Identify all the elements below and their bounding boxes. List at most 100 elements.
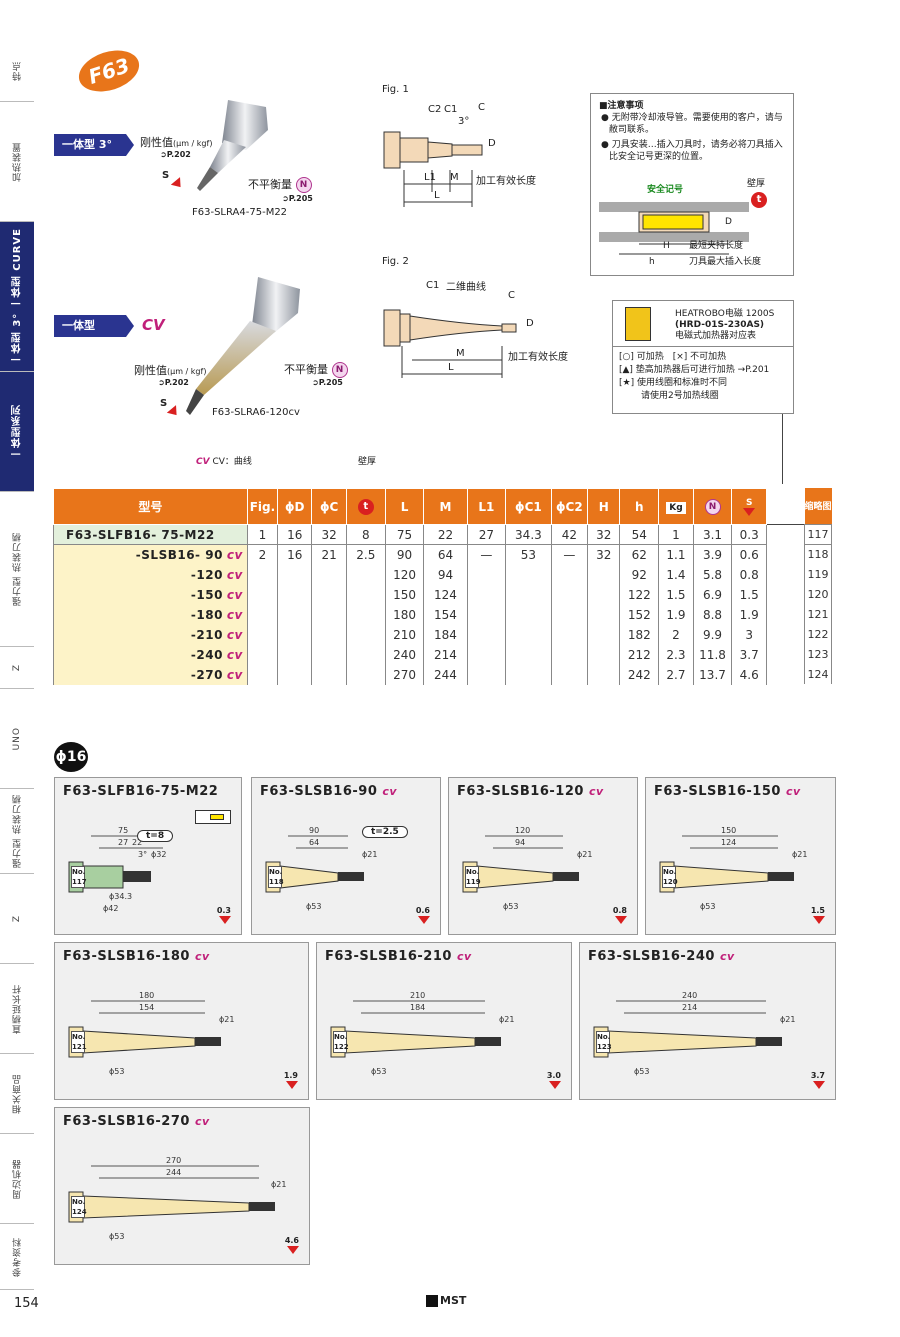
imbalance-label-2: 不平衡量 N: [284, 361, 348, 378]
dim-c: ϕ21: [577, 850, 593, 859]
dim-c: ϕ32: [151, 850, 167, 859]
thumbnail-ref[interactable]: 121: [804, 604, 832, 624]
dim-effective: 154: [139, 1003, 155, 1012]
sidebar-tab-power-1[interactable]: 强力型 热装刀柄: [0, 492, 34, 647]
insertion-diagram: [599, 202, 749, 255]
card-s-value: 3.7: [810, 1071, 825, 1080]
sidebar-tab-uno[interactable]: UNO: [0, 689, 34, 789]
thumbnail-ref[interactable]: 120: [804, 584, 832, 604]
card-title: F63-SLSB16-180 cv: [63, 949, 210, 964]
sidebar-tab-z-1[interactable]: Z: [0, 647, 34, 689]
cell-d: 16: [277, 544, 313, 565]
cell-s: 0.6: [731, 544, 767, 565]
cell-s: 3: [731, 624, 767, 645]
thumbnail-ref[interactable]: 118: [804, 544, 832, 564]
dim-effective: 244: [166, 1168, 182, 1177]
sidebar-tab-power-2[interactable]: 强力型 热装刀柄: [0, 789, 34, 874]
dim-c: ϕ21: [780, 1015, 796, 1024]
card-wall-badge: t=2.5: [362, 826, 408, 838]
ref-connector: [767, 524, 804, 525]
thumbnail-ref[interactable]: 124: [804, 664, 832, 684]
cell-c: [311, 664, 347, 685]
dim-length: 150: [721, 826, 737, 835]
sidebar-tab-peripheral[interactable]: 周边机器: [0, 1134, 34, 1224]
model-label-2: F63-SLRA6-120cv: [212, 407, 300, 418]
s-arrow-icon: [286, 1081, 298, 1089]
imbalance-ref-2[interactable]: ➲P.205: [312, 378, 343, 387]
sidebar-tab-features[interactable]: 特点: [0, 40, 34, 102]
dim-c2: ϕ42: [103, 904, 119, 913]
cell-h2: 182: [619, 624, 660, 645]
cell-t: [345, 664, 386, 685]
rigidity-ref-1[interactable]: ➲P.202: [160, 150, 191, 159]
thumbnail-ref[interactable]: 122: [804, 624, 832, 644]
cell-l: 210: [384, 624, 425, 645]
dim-length: 90: [309, 826, 320, 835]
cell-n: 5.8: [692, 564, 733, 585]
card-wall-badge: t=8: [137, 830, 174, 842]
imbalance-ref-1[interactable]: ➲P.205: [282, 194, 313, 203]
dim-c1: ϕ53: [371, 1067, 387, 1076]
card-tool-drawing: [68, 835, 163, 893]
fig2-curve-label: 二维曲线: [446, 282, 486, 293]
notes-h-label: H: [663, 241, 670, 251]
fig1-c1-label: C1: [444, 104, 458, 115]
card-number: No.118: [268, 866, 284, 888]
min-clamp-label: 最短夹持长度: [689, 241, 744, 251]
sidebar-tab-integrated-series[interactable]: 一体型系列: [0, 372, 34, 492]
sidebar-tab-related[interactable]: 相关商品: [0, 1054, 34, 1134]
cell-h2: 122: [619, 584, 660, 605]
sidebar-tab-3deg-curve[interactable]: 一体型 3° 一体型 CURVE: [0, 222, 34, 372]
cell-h1: [587, 644, 621, 665]
dim-effective: 214: [682, 1003, 698, 1012]
sidebar-tab-extension[interactable]: 直柄延长杆: [0, 964, 34, 1054]
fig2-l-label: L: [448, 362, 454, 373]
wall-label: 壁厚: [747, 179, 766, 189]
sidebar-tab-z-2[interactable]: Z: [0, 874, 34, 964]
dim-length: 180: [139, 991, 155, 1000]
cell-s: 4.6: [731, 664, 767, 685]
cell-m: 184: [423, 624, 468, 645]
cell-m: 214: [423, 644, 468, 665]
cell-l: 240: [384, 644, 425, 665]
max-insert-label: 刀具最大插入长度: [689, 257, 762, 267]
fig2-m-label: M: [456, 348, 465, 359]
page-number: 154: [14, 1296, 39, 1311]
dim-length: 240: [682, 991, 698, 1000]
sidebar-tab-heater[interactable]: 加热装置: [0, 102, 34, 222]
cell-c1: [505, 604, 552, 625]
sidebar-tab-reference[interactable]: 参考资料: [0, 1224, 34, 1290]
cell-h2: 92: [619, 564, 660, 585]
rigidity-ref-2[interactable]: ➲P.202: [158, 378, 189, 387]
th-l1: L1: [466, 488, 507, 525]
cell-t: [345, 604, 386, 625]
thumbnail-ref[interactable]: 123: [804, 644, 832, 664]
card-s-value: 1.5: [810, 906, 825, 915]
card-title: F63-SLFB16-75-M22: [63, 784, 219, 799]
cell-c2: [550, 564, 589, 585]
notes-item-1: ● 无附带冷却液导管。需要使用的客户，请与敝司联系。: [601, 113, 783, 135]
cell-n: 9.9: [692, 624, 733, 645]
cell-d: [277, 584, 313, 605]
thumbnail-ref[interactable]: 117: [804, 523, 832, 545]
cell-l: 150: [384, 584, 425, 605]
th-kg: Kg: [658, 488, 694, 525]
thumbnail-ref[interactable]: 119: [804, 564, 832, 584]
dim-c: ϕ21: [219, 1015, 235, 1024]
th-s: S: [731, 488, 767, 525]
cell-c: [311, 564, 347, 585]
th-hsmall: h: [619, 488, 660, 525]
brand-mark-icon: [426, 1294, 438, 1307]
cell-fig: [246, 584, 279, 605]
card-s-value: 0.6: [415, 906, 430, 915]
